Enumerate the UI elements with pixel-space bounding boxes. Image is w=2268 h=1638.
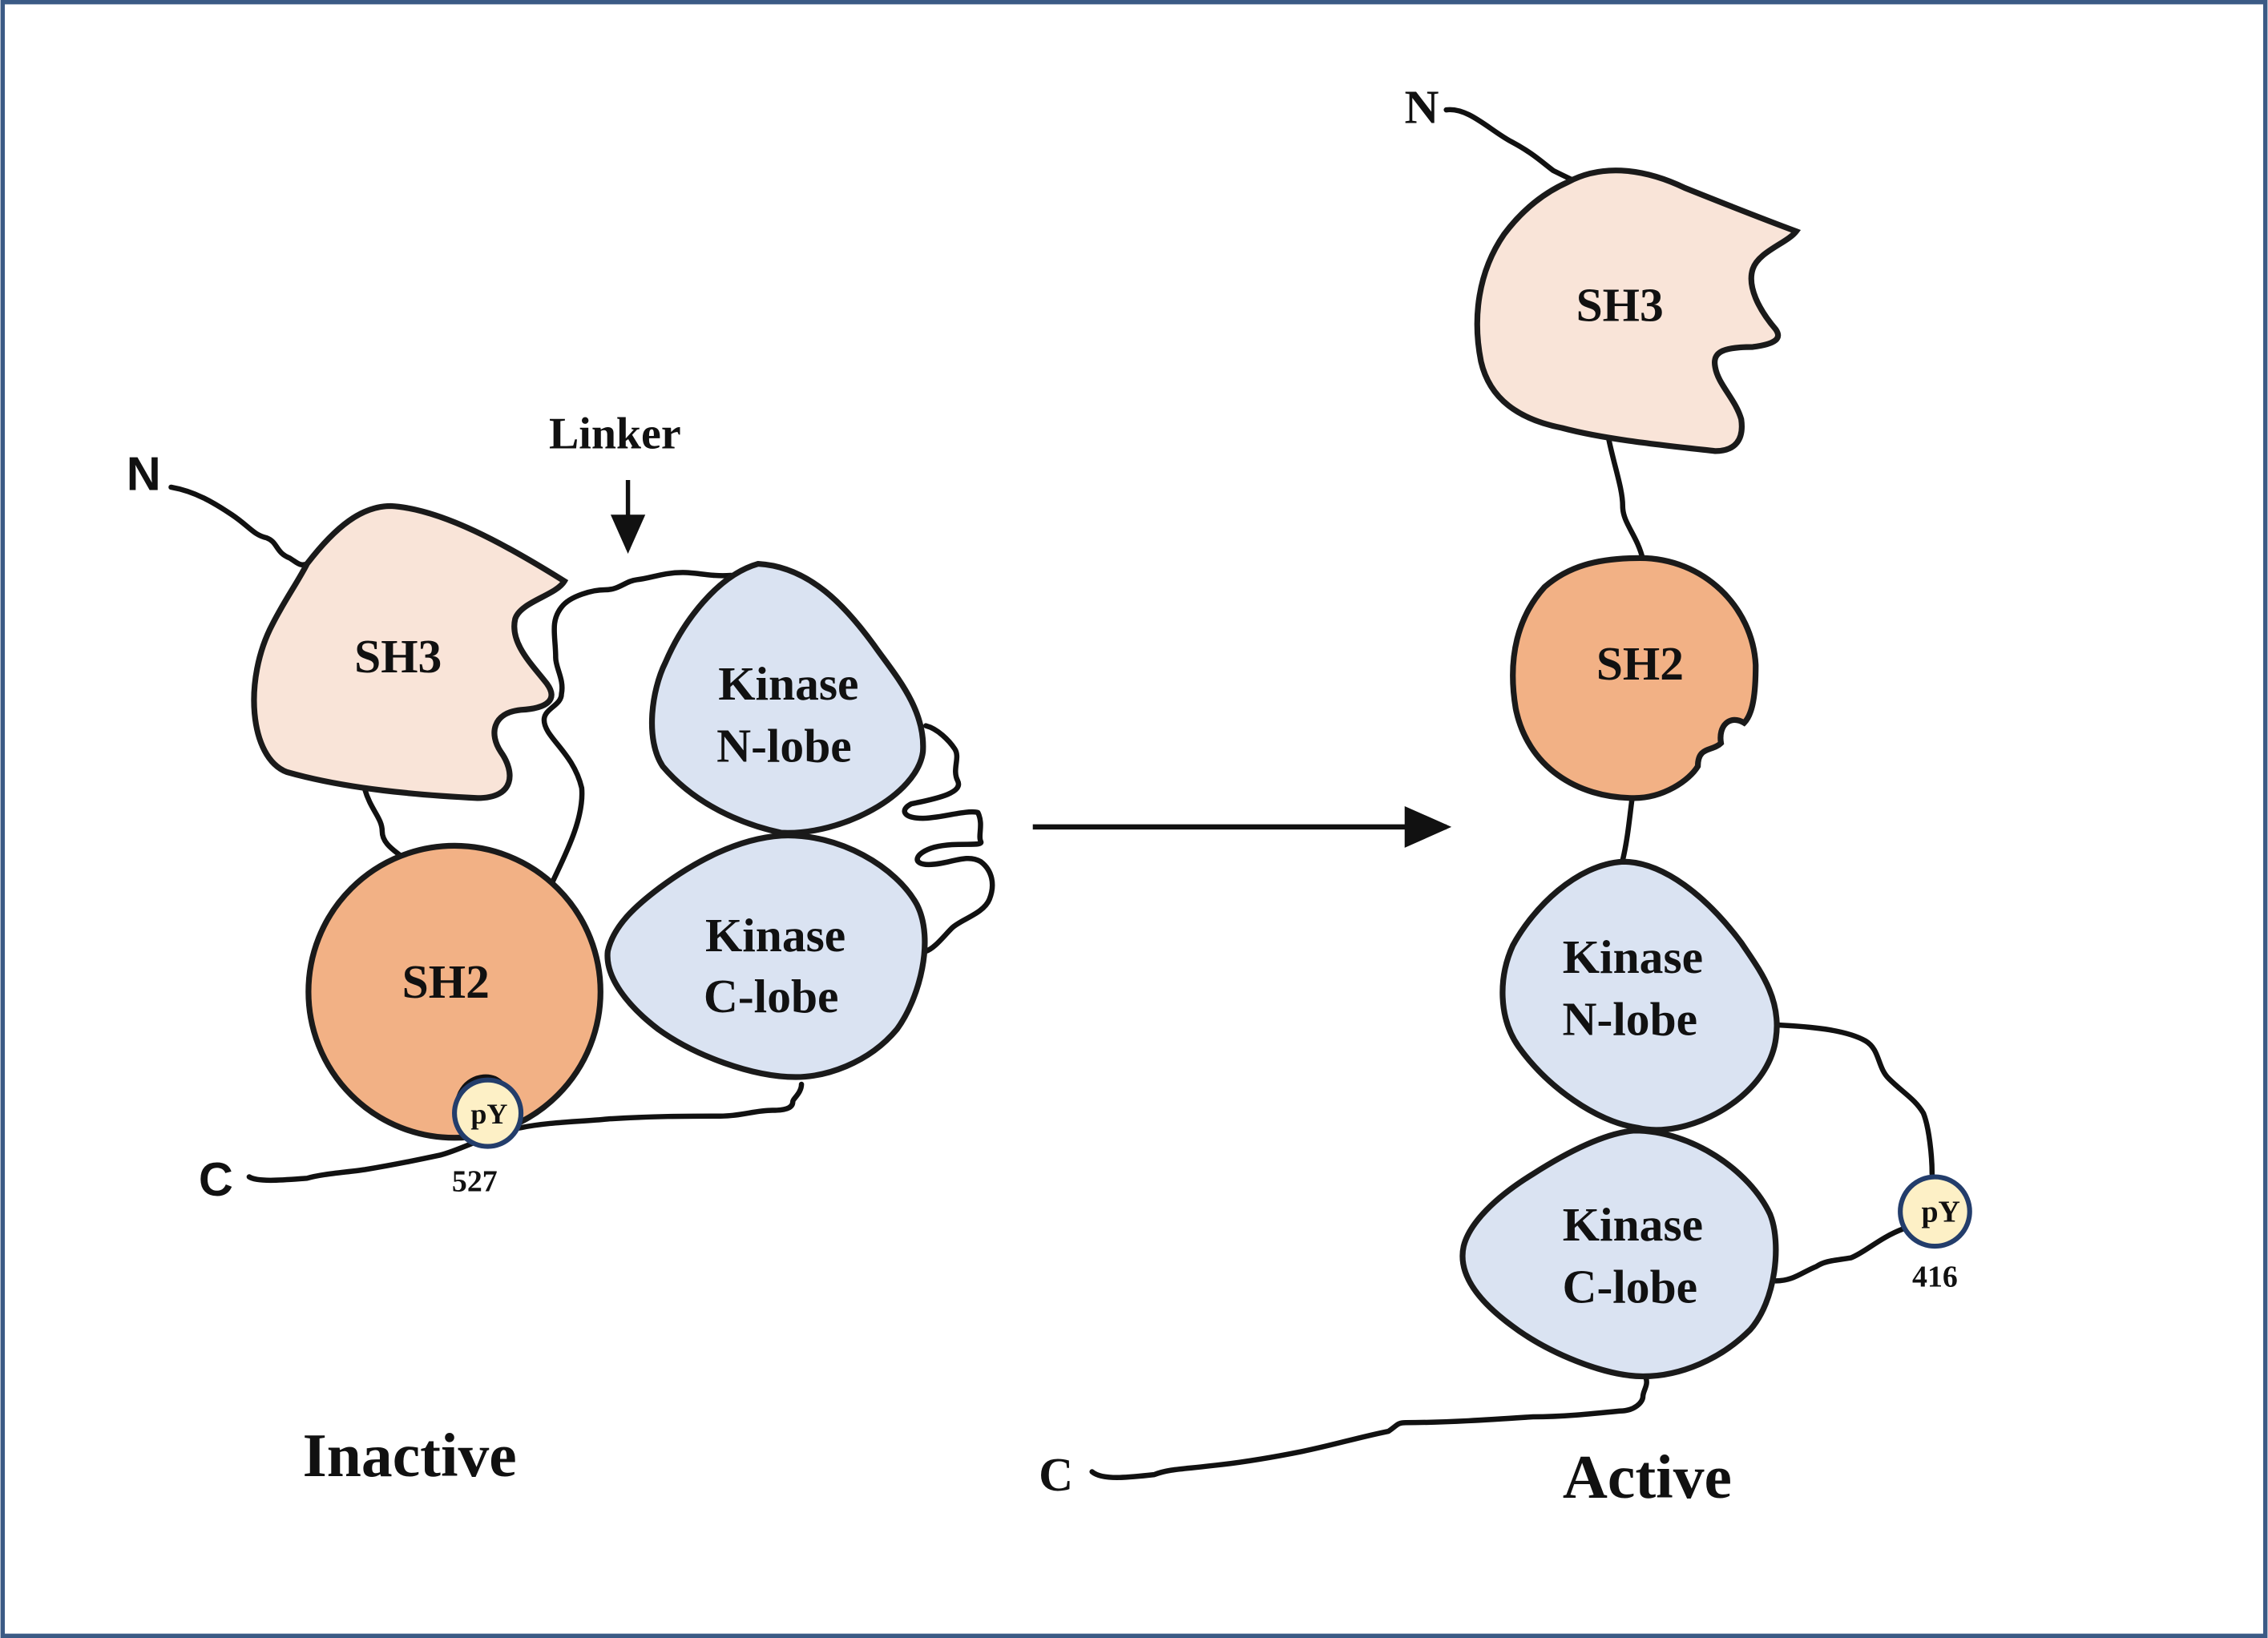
active-kinase-n-lobe [1499, 858, 1780, 1133]
active-sh2-domain [1510, 555, 1759, 801]
active-sh3-domain [1474, 167, 1802, 454]
inactive-title: Inactive [303, 1421, 517, 1490]
inactive-kinase-c-lobe-label-line2: C-lobe [704, 970, 839, 1023]
inactive-kinase-c-lobe [604, 833, 928, 1080]
active-c-terminus-label: C [1039, 1448, 1073, 1501]
active-py-416-circle [1898, 1174, 1972, 1249]
active-c-terminal-chain [1089, 1375, 1649, 1480]
inactive-kinase-n-lobe-label-line1: Kinase [718, 657, 858, 710]
inactive-state: pY 527 SH3 SH2 Kinase N-lobe Kinase C-lo… [127, 409, 995, 1490]
inactive-c-terminus-label: C [199, 1152, 233, 1206]
inactive-sh3-label: SH3 [354, 630, 442, 683]
inactive-sh2-domain [305, 842, 603, 1141]
active-sh3-label: SH3 [1576, 279, 1664, 332]
active-kinase-c-lobe [1459, 1128, 1779, 1380]
inactive-linker-chain [541, 570, 755, 890]
inactive-py-527-circle [452, 1077, 524, 1149]
inactive-kinase-c-lobe-label-line1: Kinase [705, 909, 845, 962]
inactive-py-label: pY [470, 1098, 507, 1130]
inactive-activation-loop-chain [902, 723, 995, 954]
active-py-label: pY [1921, 1195, 1959, 1228]
inactive-n-terminus-label: N [127, 447, 161, 501]
active-kinase-c-lobe-label-line2: C-lobe [1562, 1260, 1697, 1313]
active-py-residue-number: 416 [1912, 1261, 1958, 1294]
inactive-sh2-label: SH2 [402, 955, 490, 1008]
linker-label: Linker [549, 409, 681, 458]
active-title: Active [1563, 1442, 1732, 1511]
active-py-to-c-lobe-chain [1773, 1226, 1907, 1284]
active-sh2-label: SH2 [1596, 637, 1684, 690]
active-kinase-n-lobe-label-line1: Kinase [1563, 930, 1703, 983]
active-n-terminal-chain [1443, 107, 1587, 188]
active-activation-loop-chain [1776, 1022, 1935, 1177]
inactive-py-residue-number: 527 [452, 1165, 498, 1199]
inactive-n-terminal-chain [168, 484, 310, 567]
inactive-c-terminal-chain [246, 1081, 805, 1184]
inactive-sh3-domain [251, 502, 569, 801]
active-kinase-c-lobe-label-line1: Kinase [1563, 1198, 1703, 1251]
inactive-kinase-n-lobe-label-line2: N-lobe [716, 720, 852, 773]
active-n-terminus-label: N [1405, 80, 1439, 133]
active-kinase-n-lobe-label-line2: N-lobe [1562, 993, 1697, 1046]
active-state: pY 416 SH3 SH2 Kinase N-lobe Kinase C-lo… [1039, 80, 1972, 1511]
active-sh3-sh2-connector [1605, 434, 1646, 563]
inactive-kinase-n-lobe [648, 560, 926, 836]
